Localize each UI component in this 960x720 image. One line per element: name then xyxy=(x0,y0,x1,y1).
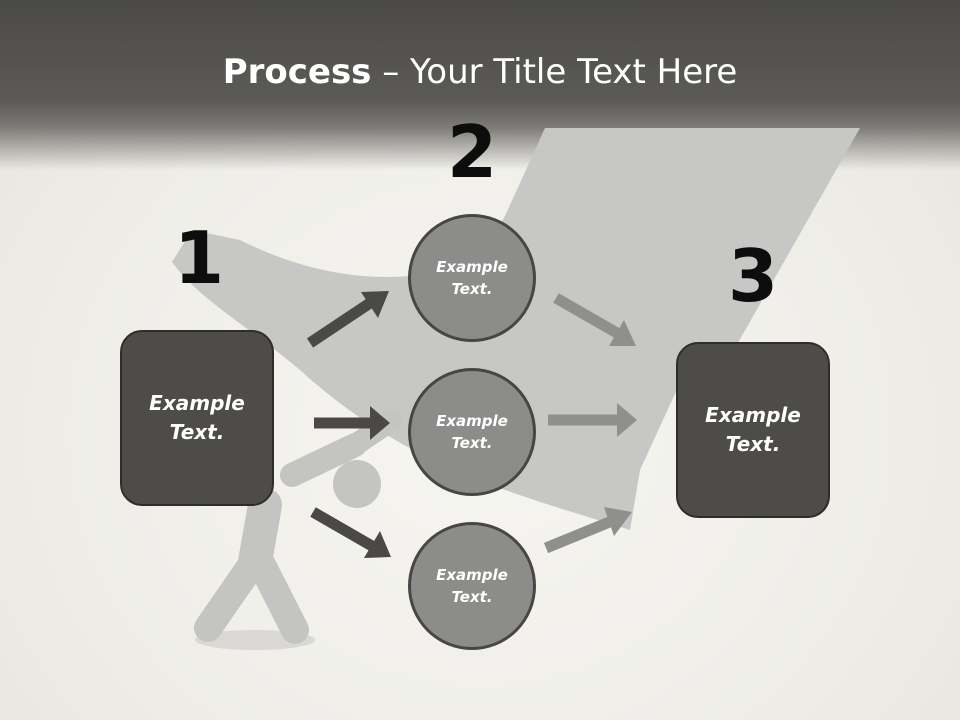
slide-title: Process – Your Title Text Here xyxy=(0,52,960,92)
step-1-box: Example Text. xyxy=(120,330,274,506)
title-bold: Process xyxy=(222,52,372,92)
step-2-circle-top: Example Text. xyxy=(408,214,536,342)
title-rest: – Your Title Text Here xyxy=(371,52,738,92)
step-number-2: 2 xyxy=(446,110,498,194)
step-2-circle-bottom: Example Text. xyxy=(408,522,536,650)
arrow-icon xyxy=(543,507,632,554)
step-number-1: 1 xyxy=(173,216,225,300)
arrow-icon xyxy=(548,403,637,437)
arrow-icon xyxy=(306,291,389,348)
step-number-3: 3 xyxy=(727,234,779,318)
arrow-icon xyxy=(553,293,636,346)
arrow-icon xyxy=(310,507,391,558)
step-3-box: Example Text. xyxy=(676,342,830,518)
curved-arrow-band xyxy=(172,128,860,530)
step-2-circle-middle: Example Text. xyxy=(408,368,536,496)
arrow-icon xyxy=(314,406,390,440)
